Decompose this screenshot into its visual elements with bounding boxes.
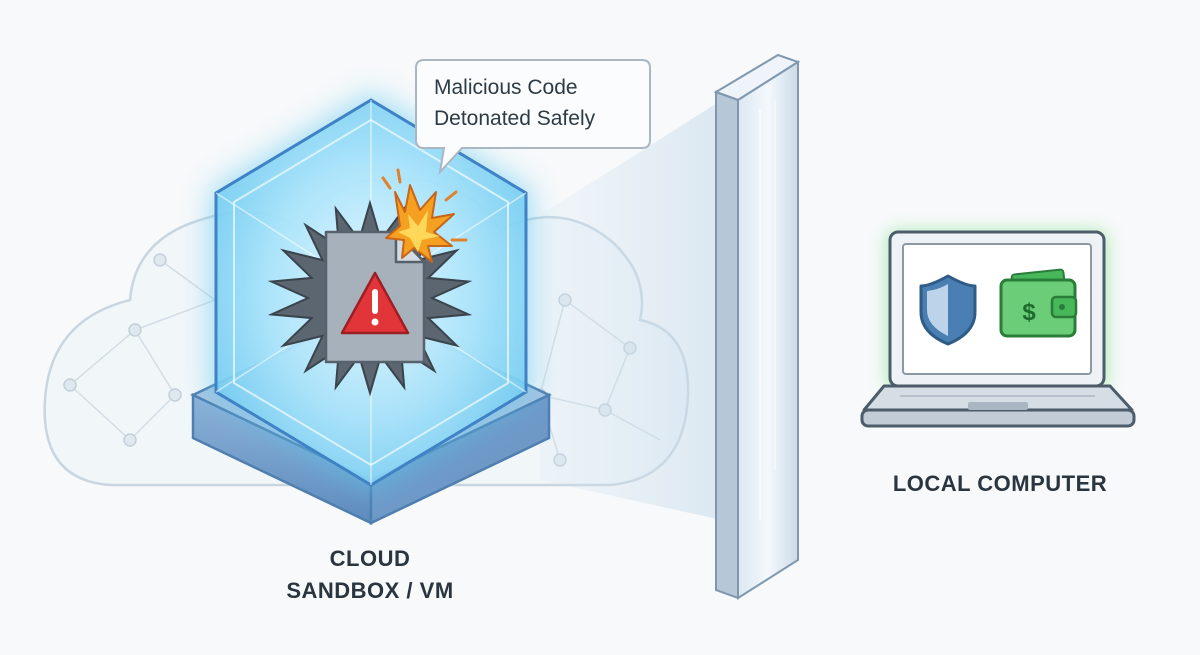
local-computer-label: LOCAL COMPUTER xyxy=(892,471,1108,496)
local-computer-laptop xyxy=(860,230,1136,428)
explosion-icon xyxy=(381,168,468,263)
callout-line-1: Malicious Code xyxy=(434,76,578,99)
isolation-beam xyxy=(540,100,722,520)
callout-line-2: Detonated Safely xyxy=(434,107,596,130)
callout-bubble xyxy=(415,59,651,176)
shield-icon xyxy=(919,274,977,346)
callout-message: Malicious Code Detonated Safely xyxy=(418,72,664,134)
cloud-label-line-1: CLOUD xyxy=(329,546,411,571)
cloud-sandbox-label: CLOUD SANDBOX / VM xyxy=(240,543,500,607)
glass-firewall xyxy=(713,53,801,600)
wallet-icon: $ xyxy=(999,268,1078,338)
cloud-label-line-2: SANDBOX / VM xyxy=(286,578,454,603)
warning-triangle-icon xyxy=(340,271,410,335)
wallet-dollar-symbol: $ xyxy=(1022,299,1036,326)
